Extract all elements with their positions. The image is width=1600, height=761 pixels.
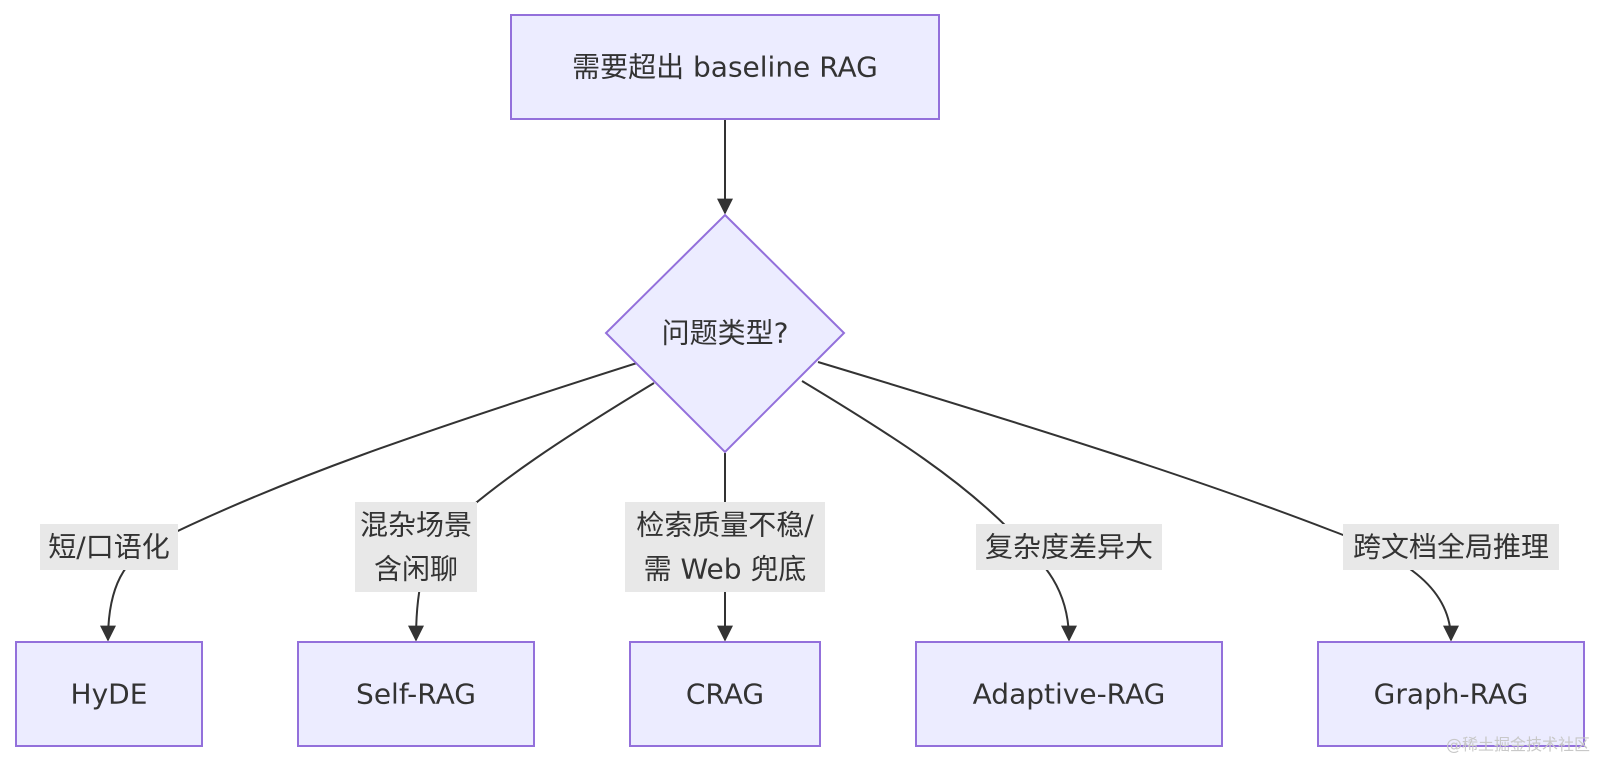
node-adaptive-rag: Adaptive-RAG xyxy=(915,641,1223,747)
node-graph-rag: Graph-RAG xyxy=(1317,641,1585,747)
edge-label-hyde: 短/口语化 xyxy=(40,524,178,570)
edge-decision-to-hyde xyxy=(100,362,638,642)
node-crag-label: CRAG xyxy=(686,678,764,711)
node-graph-rag-label: Graph-RAG xyxy=(1374,678,1529,711)
node-self-rag: Self-RAG xyxy=(297,641,535,747)
edge-label-self-rag-line-2: 含闲聊 xyxy=(374,553,458,586)
node-adaptive-rag-label: Adaptive-RAG xyxy=(973,678,1166,711)
edge-label-hyde-text: 短/口语化 xyxy=(48,531,169,564)
edge-label-adaptive-rag: 复杂度差异大 xyxy=(976,524,1162,570)
edge-decision-to-graph-rag xyxy=(817,361,1459,642)
edge-label-crag-line-1: 检索质量不稳/ xyxy=(636,509,814,542)
node-hyde: HyDE xyxy=(15,641,203,747)
edge-label-crag-line-2: 需 Web 兜底 xyxy=(644,553,807,586)
decision-node-label: 问题类型? xyxy=(662,317,789,350)
watermark: @稀土掘金技术社区 xyxy=(1445,735,1590,754)
edge-label-graph-rag: 跨文档全局推理 xyxy=(1343,524,1559,570)
node-self-rag-label: Self-RAG xyxy=(356,678,476,711)
edge-label-self-rag-line-1: 混杂场景 xyxy=(360,509,472,542)
node-crag: CRAG xyxy=(629,641,821,747)
edge-label-self-rag: 混杂场景 含闲聊 xyxy=(355,502,477,592)
start-node-label: 需要超出 baseline RAG xyxy=(572,51,878,84)
edge-label-crag: 检索质量不稳/ 需 Web 兜底 xyxy=(625,502,825,592)
edge-decision-to-adaptive-rag xyxy=(801,380,1077,642)
start-node: 需要超出 baseline RAG xyxy=(510,14,940,120)
decision-node: 问题类型? xyxy=(604,213,846,454)
edge-label-graph-rag-text: 跨文档全局推理 xyxy=(1353,531,1549,564)
node-hyde-label: HyDE xyxy=(71,678,148,711)
edge-label-adaptive-rag-text: 复杂度差异大 xyxy=(985,531,1153,564)
